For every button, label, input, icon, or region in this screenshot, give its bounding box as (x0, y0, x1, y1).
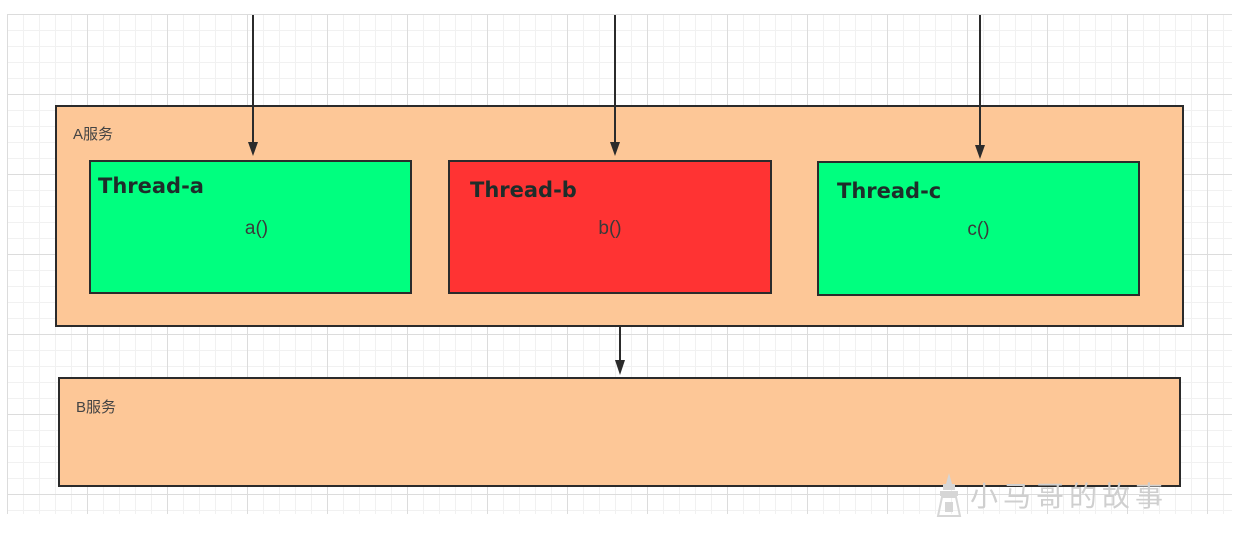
thread-c-box[interactable]: Thread-c c() (817, 161, 1140, 296)
thread-b-title: Thread-b (470, 178, 577, 202)
watermark: 小马哥的故事 (932, 470, 1168, 520)
thread-a-title: Thread-a (98, 174, 204, 198)
service-b-label: B服务 (76, 399, 117, 416)
thread-c-method: c() (967, 219, 990, 240)
arrow-to-thread-c (975, 15, 985, 159)
thread-b-method: b() (598, 218, 622, 239)
arrow-a-to-b (615, 327, 625, 375)
arrow-to-thread-a (248, 15, 258, 156)
thread-c-title: Thread-c (837, 179, 942, 203)
thread-a-method: a() (244, 218, 269, 239)
arrow-to-thread-b (610, 15, 620, 156)
service-a-box[interactable]: A服务 Thread-a a() Thread-b b() Thread-c c… (55, 105, 1184, 327)
tower-icon (936, 473, 962, 517)
service-a-label: A服务 (73, 126, 114, 143)
thread-a-box[interactable]: Thread-a a() (89, 160, 412, 294)
service-b-box[interactable]: B服务 (58, 377, 1181, 487)
watermark-text: 小马哥的故事 (970, 480, 1169, 513)
thread-b-box[interactable]: Thread-b b() (448, 160, 772, 294)
